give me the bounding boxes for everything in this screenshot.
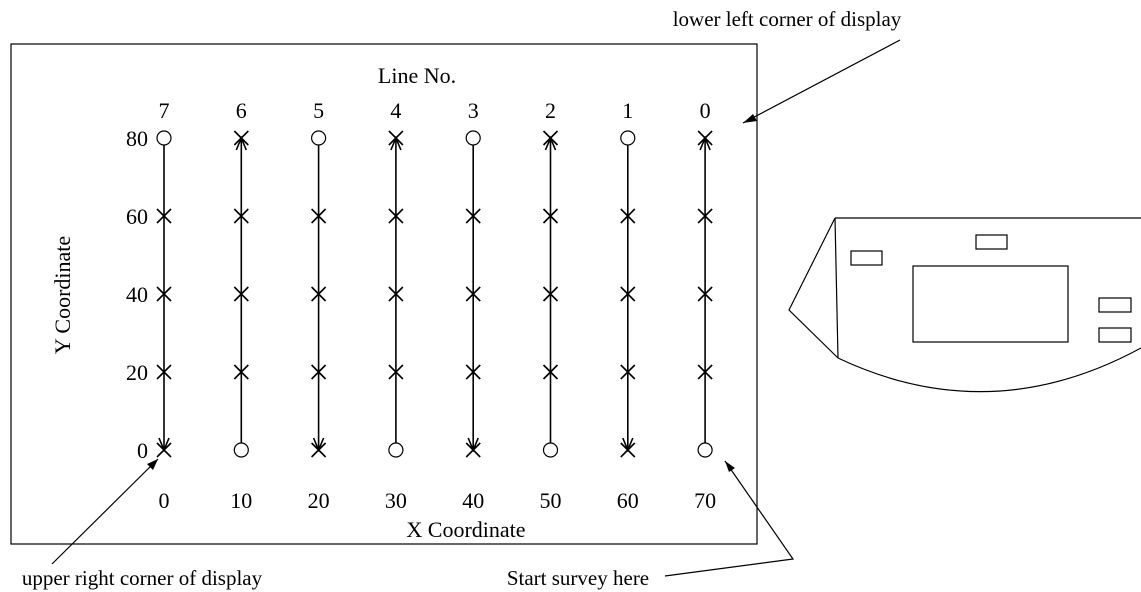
station-marker [542,208,559,224]
line-no-title: Line No. [378,63,456,88]
diagram-frame [10,43,758,545]
start-station-marker [465,130,481,146]
x-axis-title: X Coordinate [406,517,525,542]
y-tick-label: 60 [126,204,148,229]
upper-right-corner-label: upper right corner of display [22,566,263,590]
start-station-marker [311,130,327,146]
station-marker [465,286,481,302]
device-button-right-lower [1098,327,1132,343]
start-survey-arrowhead [725,461,735,472]
start-survey-arrow [664,460,795,577]
lower-left-corner-arrow [742,39,901,124]
station-marker [388,364,404,380]
station-marker [620,364,636,380]
y-axis-title: Y Coordinate [50,236,75,354]
station-marker [697,130,713,146]
station-marker [156,364,172,380]
station-marker [465,442,481,458]
start-station-marker [620,130,636,146]
start-survey-label: Start survey here [507,566,649,590]
x-tick-label: 70 [694,488,716,513]
line-number-label: 0 [700,98,711,123]
y-tick-label: 0 [137,438,148,463]
lower-left-corner-label: lower left corner of display [673,7,902,31]
instrument-device [788,217,1141,393]
device-button-right-upper [1098,297,1132,313]
y-tick-label: 40 [126,282,148,307]
station-marker [697,286,713,302]
station-marker [233,130,249,146]
station-marker [388,286,404,302]
line-number-label: 5 [313,98,324,123]
x-tick-label: 60 [617,488,639,513]
device-button-top [975,234,1008,250]
device-side-panel [788,217,839,359]
station-marker [233,286,249,302]
start-station-marker [388,442,404,458]
line-number-label: 2 [545,98,556,123]
line-number-label: 7 [159,98,170,123]
station-marker [311,364,327,380]
station-marker [542,286,559,302]
line-number-label: 4 [390,98,401,123]
station-marker [388,208,404,224]
station-marker [620,208,636,224]
y-tick-label: 20 [126,360,148,385]
upper-right-corner-arrow [51,458,159,565]
station-marker [311,286,327,302]
lower-left-corner-arrowhead [743,114,757,123]
device-button-left [850,250,883,266]
x-tick-label: 0 [159,488,170,513]
station-marker [620,442,636,458]
upper-right-corner-arrowhead [147,459,158,470]
x-tick-label: 50 [540,488,562,513]
x-tick-label: 40 [462,488,484,513]
line-number-label: 6 [236,98,247,123]
line-number-label: 3 [468,98,479,123]
station-marker [156,208,172,224]
x-tick-label: 20 [308,488,330,513]
device-bottom-curve [837,347,1141,393]
station-marker [620,286,636,302]
station-marker [311,208,327,224]
start-station-marker [542,442,559,458]
device-left-edge [834,217,839,359]
station-marker [233,364,249,380]
station-marker [465,208,481,224]
station-marker [156,442,172,458]
y-tick-label: 80 [126,126,148,151]
station-marker [697,208,713,224]
station-marker [311,442,327,458]
start-station-marker [697,442,713,458]
station-marker [388,130,404,146]
station-marker [233,208,249,224]
station-marker [542,364,559,380]
start-station-marker [233,442,249,458]
station-marker [465,364,481,380]
x-tick-label: 30 [385,488,407,513]
station-marker [156,286,172,302]
station-marker [697,364,713,380]
line-number-label: 1 [622,98,633,123]
x-tick-label: 10 [230,488,252,513]
start-station-marker [156,130,172,146]
station-marker [542,130,559,146]
device-display-screen [912,265,1069,343]
